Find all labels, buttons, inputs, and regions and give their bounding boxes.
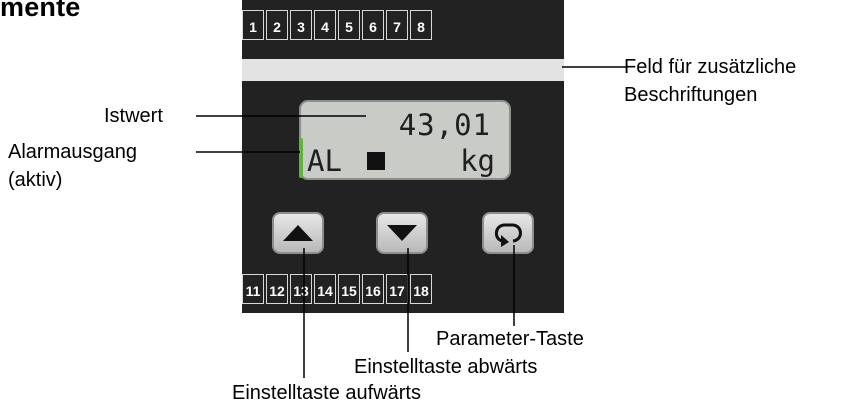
terminal-row-top: 1 2 3 4 5 6 7 8 bbox=[242, 10, 458, 40]
terminal-13: 13 bbox=[290, 274, 312, 304]
terminal-15: 15 bbox=[338, 274, 360, 304]
terminal-7: 7 bbox=[386, 10, 408, 40]
label-einstelltaste-aufwaerts: Einstelltaste aufwärts bbox=[232, 382, 421, 404]
terminal-8: 8 bbox=[410, 10, 432, 40]
triangle-down-icon bbox=[387, 225, 417, 241]
terminal-12: 12 bbox=[266, 274, 288, 304]
terminal-11: 11 bbox=[242, 274, 264, 304]
lcd-display: 43,01 AL kg bbox=[299, 100, 511, 180]
terminal-3: 3 bbox=[290, 10, 312, 40]
terminal-4: 4 bbox=[314, 10, 336, 40]
up-key[interactable] bbox=[272, 212, 324, 254]
parameter-key[interactable] bbox=[482, 212, 534, 254]
terminal-2: 2 bbox=[266, 10, 288, 40]
cycle-arrow-icon bbox=[494, 223, 522, 247]
lcd-actual-value: 43,01 bbox=[398, 108, 491, 142]
terminal-16: 16 bbox=[362, 274, 384, 304]
alarm-indicator-square bbox=[367, 152, 385, 170]
terminal-6: 6 bbox=[362, 10, 384, 40]
section-heading: mente bbox=[0, 0, 81, 22]
controller-device: 1 2 3 4 5 6 7 8 43,01 AL kg 11 12 13 bbox=[242, 0, 564, 313]
label-feld-line1: Feld für zusätzliche bbox=[624, 56, 797, 78]
label-field-strip bbox=[242, 59, 564, 81]
lcd-alarm-text: AL bbox=[307, 144, 342, 178]
terminal-row-bottom: 11 12 13 14 15 16 17 18 bbox=[242, 274, 458, 304]
label-alarm-line1: Alarmausgang bbox=[8, 141, 137, 163]
label-alarm-line2: (aktiv) bbox=[8, 169, 63, 191]
label-parameter-taste: Parameter-Taste bbox=[436, 328, 584, 350]
terminal-14: 14 bbox=[314, 274, 336, 304]
terminal-1: 1 bbox=[242, 10, 264, 40]
label-einstelltaste-abwaerts: Einstelltaste abwärts bbox=[354, 356, 538, 378]
down-key[interactable] bbox=[376, 212, 428, 254]
terminal-18: 18 bbox=[410, 274, 432, 304]
lcd-edge-glow bbox=[299, 138, 303, 178]
lcd-unit: kg bbox=[460, 144, 495, 178]
terminal-5: 5 bbox=[338, 10, 360, 40]
label-istwert: Istwert bbox=[104, 105, 163, 127]
triangle-up-icon bbox=[283, 225, 313, 241]
label-feld-line2: Beschriftungen bbox=[624, 84, 758, 106]
